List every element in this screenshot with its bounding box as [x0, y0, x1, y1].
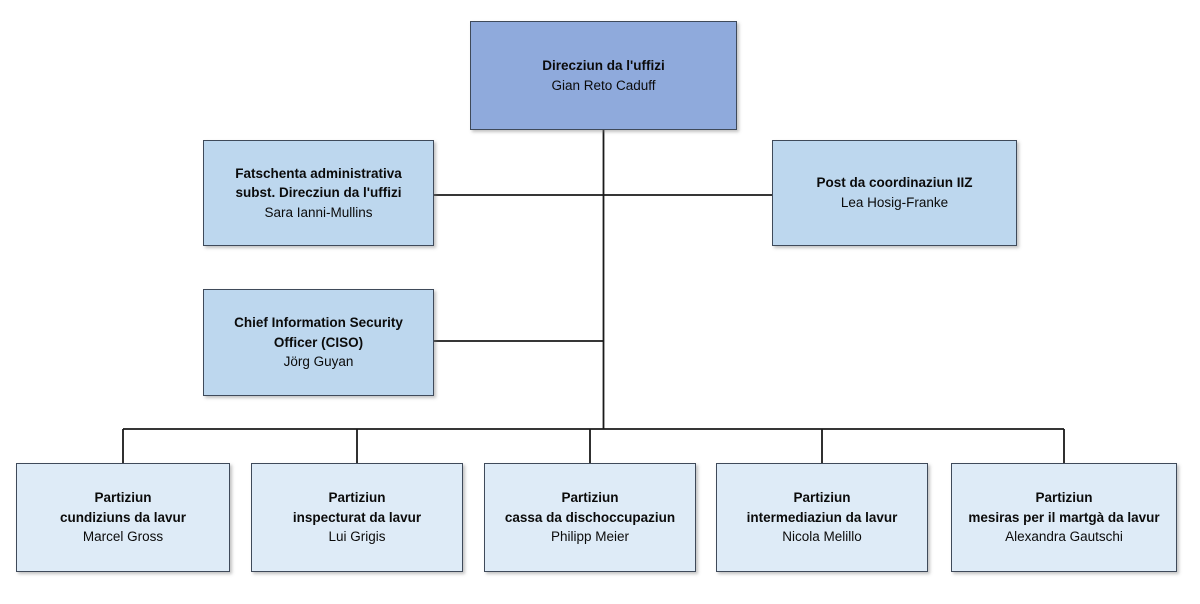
org-node-fatschenta-administrativa: Fatschenta administrativa subst. Direczi…: [203, 140, 434, 246]
org-node-direcziun-da-luffizi: Direcziun da l'uffizi Gian Reto Caduff: [470, 21, 737, 130]
node-title: Direcziun da l'uffizi: [542, 57, 665, 73]
node-person: Alexandra Gautschi: [1005, 529, 1123, 545]
org-node-post-da-coordinaziun-iiz: Post da coordinaziun IIZ Lea Hosig-Frank…: [772, 140, 1017, 246]
org-node-partiziun-intermediaziun-da-lavur: Partiziun intermediaziun da lavur Nicola…: [716, 463, 928, 572]
node-title: Fatschenta administrativa subst. Direczi…: [235, 165, 402, 201]
org-node-partiziun-cundiziuns-da-lavur: Partiziun cundiziuns da lavur Marcel Gro…: [16, 463, 230, 572]
org-node-partiziun-mesiras-martga-da-lavur: Partiziun mesiras per il martgà da lavur…: [951, 463, 1177, 572]
org-node-partiziun-cassa-da-dischoccupaziun: Partiziun cassa da dischoccupaziun Phili…: [484, 463, 696, 572]
node-person: Philipp Meier: [550, 529, 630, 545]
node-title: Partiziun inspecturat da lavur: [292, 490, 422, 525]
node-title: Partiziun cundiziuns da lavur: [59, 490, 187, 525]
node-person: Nicola Melillo: [782, 529, 862, 545]
node-person: Lea Hosig-Franke: [840, 195, 949, 210]
node-title: Partiziun mesiras per il martgà da lavur: [968, 490, 1160, 525]
node-person: Sara Ianni-Mullins: [264, 204, 373, 220]
org-node-ciso: Chief Information Security Officer (CISO…: [203, 289, 434, 396]
node-title: Partiziun cassa da dischoccupaziun: [504, 490, 676, 525]
node-person: Jörg Guyan: [283, 354, 354, 370]
node-title: Partiziun intermediaziun da lavur: [746, 490, 898, 525]
node-title: Post da coordinaziun IIZ: [816, 175, 973, 191]
node-person: Marcel Gross: [82, 529, 164, 545]
node-title: Chief Information Security Officer (CISO…: [234, 315, 403, 350]
node-person: Gian Reto Caduff: [551, 77, 656, 93]
node-person: Lui Grigis: [328, 529, 386, 545]
org-node-partiziun-inspecturat-da-lavur: Partiziun inspecturat da lavur Lui Grigi…: [251, 463, 463, 572]
